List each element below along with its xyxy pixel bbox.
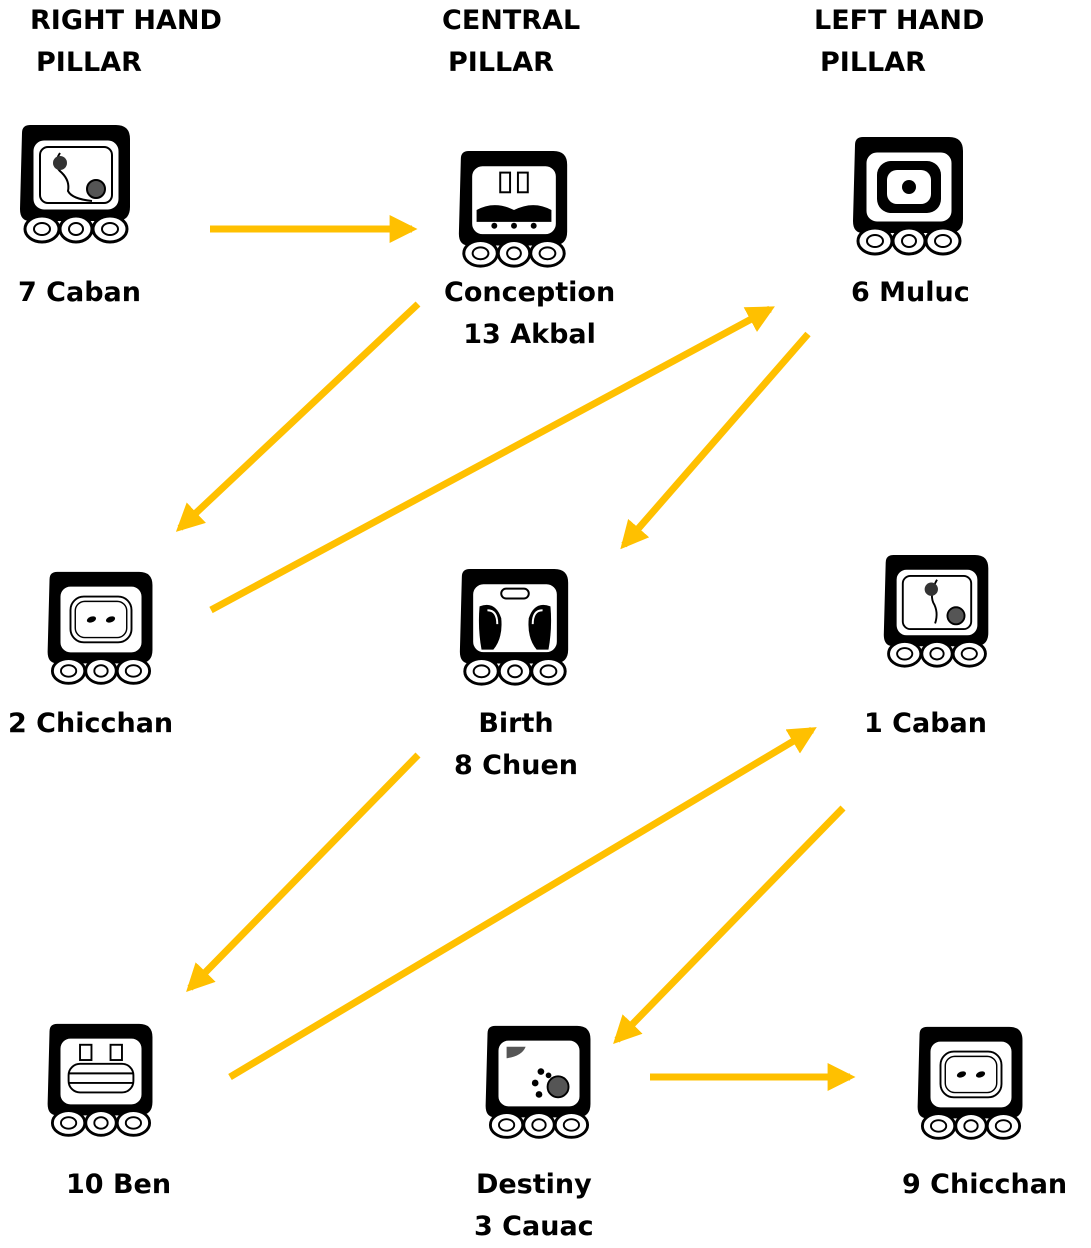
label-conception-13-akbal: Conception 13 Akbal xyxy=(444,277,616,350)
label-6-muluc: 6 Muluc xyxy=(851,277,970,308)
label-9-chicchan: 9 Chicchan xyxy=(902,1169,1068,1200)
label-1-caban: 1 Caban xyxy=(864,708,987,739)
caban-glyph-icon xyxy=(883,555,989,668)
cauac-glyph-icon xyxy=(485,1025,591,1139)
chicchan-glyph-icon xyxy=(917,1026,1023,1140)
label-destiny-3-cauac: Destiny 3 Cauac xyxy=(474,1169,594,1242)
label-10-ben: 10 Ben xyxy=(66,1169,172,1200)
label-2-chicchan: 2 Chicchan xyxy=(8,708,174,739)
arrow-2chicchan-to-6muluc xyxy=(209,305,775,614)
arrow-6muluc-to-8chuen xyxy=(620,331,811,550)
ben-glyph-icon xyxy=(47,1023,153,1137)
chuen-glyph-icon xyxy=(459,568,569,686)
muluc-glyph-icon xyxy=(853,137,963,256)
arrow-10ben-to-1caban xyxy=(228,726,817,1081)
header-left-hand-pillar: LEFT HAND PILLAR xyxy=(814,5,985,78)
arrow-8chuen-to-10ben xyxy=(186,752,421,993)
label-birth-8-chuen: Birth 8 Chuen xyxy=(454,708,578,781)
chicchan-glyph-icon xyxy=(47,571,153,685)
header-right-hand-pillar: RIGHT HAND PILLAR xyxy=(30,5,222,78)
label-7-caban: 7 Caban xyxy=(18,277,141,308)
caban-glyph-icon xyxy=(20,125,130,244)
arrow-1caban-to-3cauac xyxy=(613,805,846,1045)
header-central-pillar: CENTRAL PILLAR xyxy=(442,5,581,78)
arrow-13akbal-to-2chicchan xyxy=(175,301,421,532)
akbal-glyph-icon xyxy=(458,150,568,268)
